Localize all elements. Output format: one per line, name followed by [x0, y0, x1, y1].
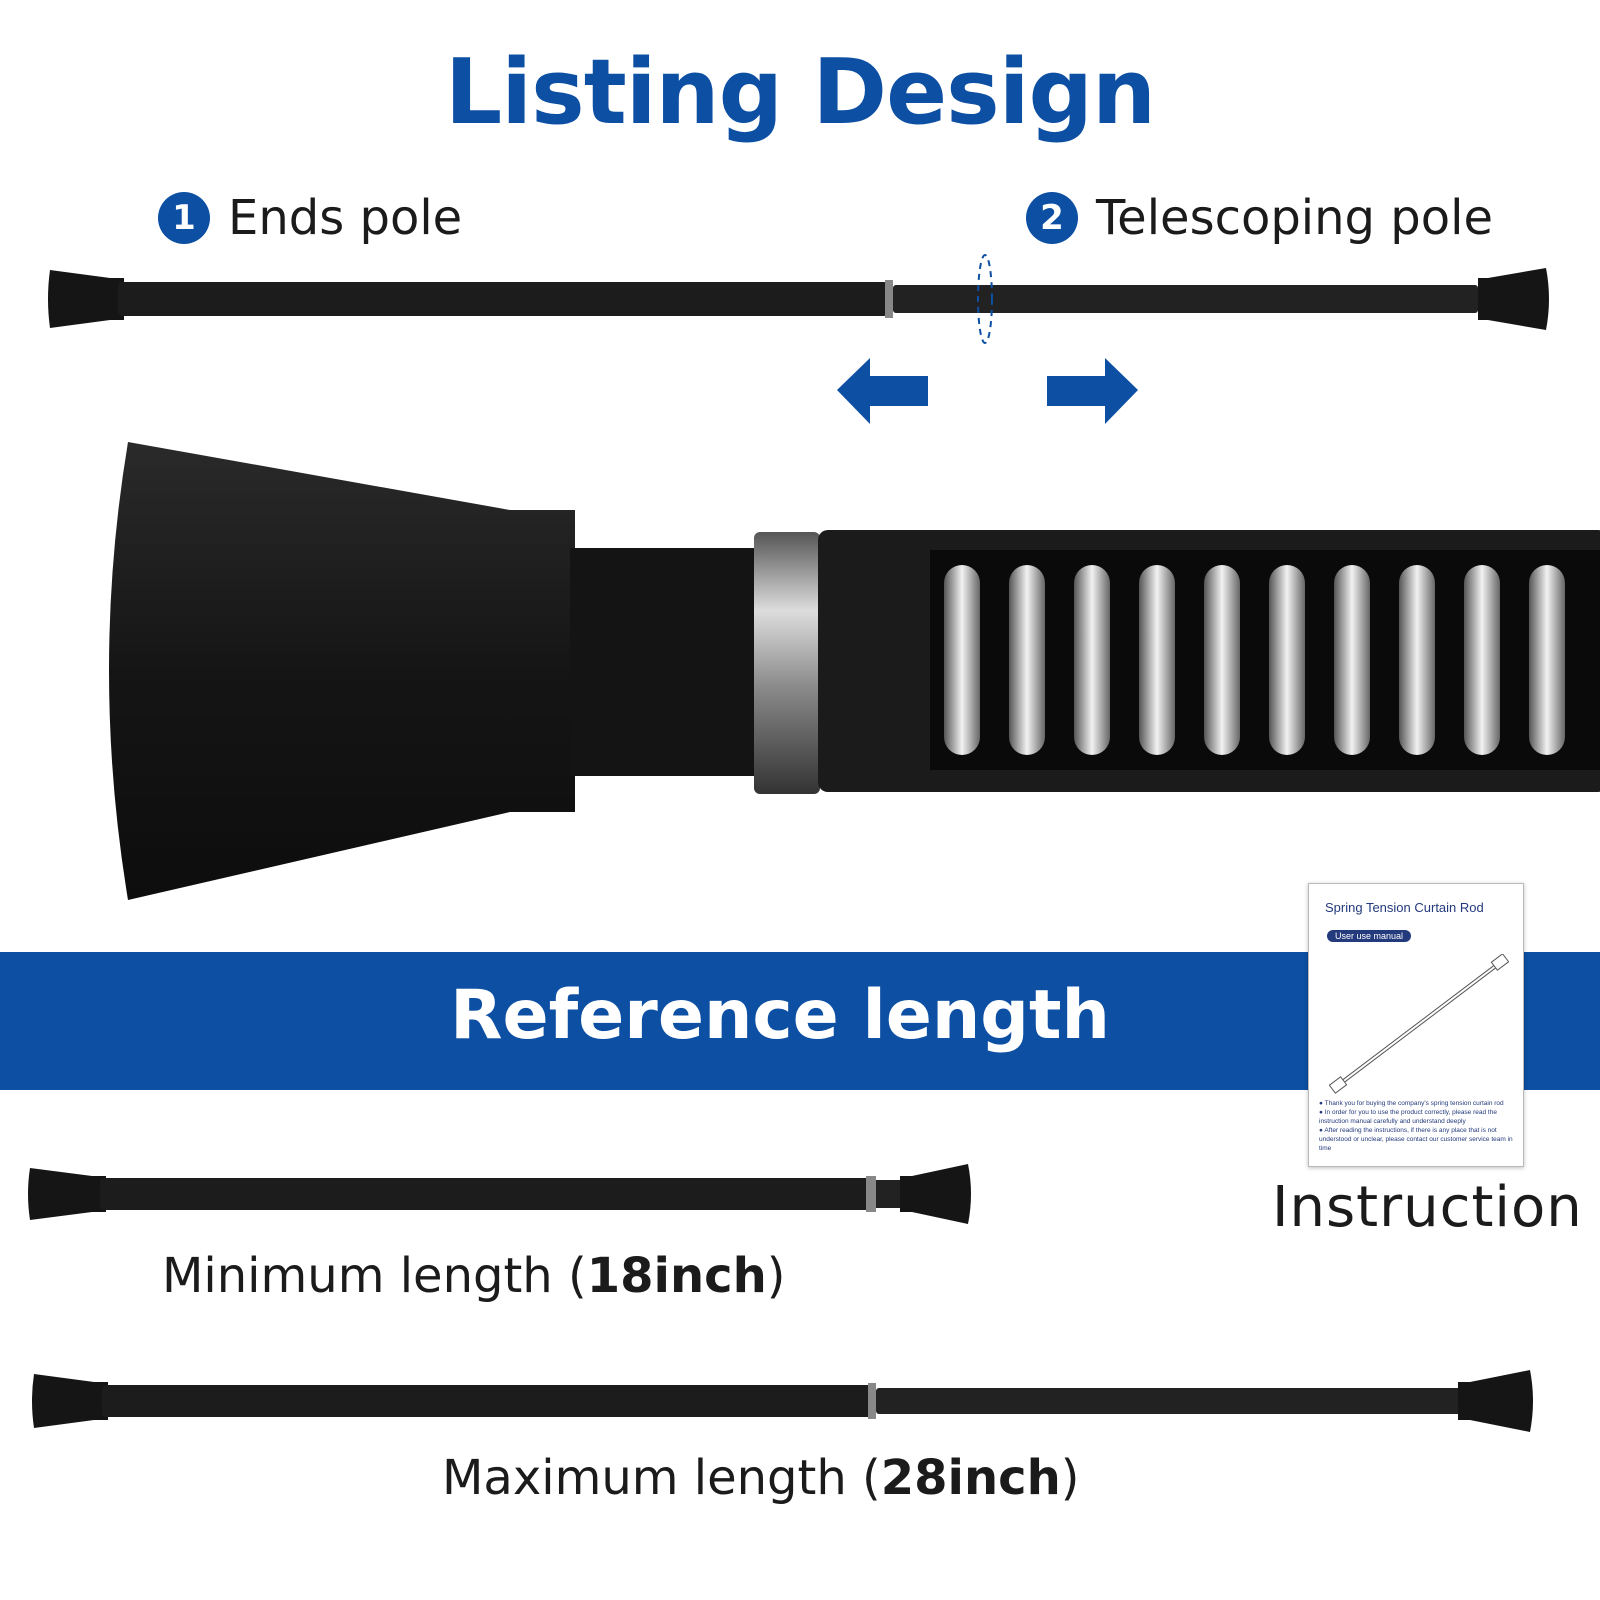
- instruction-manual: Spring Tension Curtain Rod User use manu…: [1308, 883, 1524, 1167]
- manual-note: After reading the instructions, if there…: [1319, 1126, 1515, 1153]
- cap-neck: [570, 548, 756, 776]
- spring-coils: [944, 565, 1565, 755]
- cap-cone: [109, 442, 575, 900]
- feature-telescoping-pole: 2 Telescoping pole: [1026, 190, 1493, 246]
- manual-note: Thank you for buying the company's sprin…: [1319, 1099, 1515, 1108]
- top-rod-illustration: [48, 254, 1549, 424]
- arrow-right-icon: [1047, 358, 1138, 424]
- rod-end-cap-right: [900, 1164, 971, 1224]
- outer-tube: [102, 1385, 872, 1417]
- max-length-value: 28inch: [880, 1450, 1061, 1506]
- max-length-label: Maximum length (28inch): [442, 1450, 1080, 1506]
- reference-heading: Reference length: [450, 976, 1110, 1055]
- number-badge: 2: [1026, 192, 1078, 244]
- manual-note: In order for you to use the product corr…: [1319, 1108, 1515, 1126]
- inner-tube: [876, 1180, 904, 1208]
- min-length-value: 18inch: [586, 1248, 767, 1304]
- manual-tag: User use manual: [1327, 930, 1412, 942]
- feature-label: Telescoping pole: [1096, 190, 1493, 246]
- rod-end-cap-left: [32, 1374, 108, 1428]
- rod-end-cap-left: [28, 1168, 106, 1220]
- joint-ring: [868, 1383, 876, 1419]
- rod-end-cap-right: [1458, 1370, 1533, 1432]
- min-rod-illustration: [28, 1164, 971, 1224]
- rod-end-cap-right: [1478, 268, 1549, 330]
- max-rod-illustration: [32, 1370, 1533, 1432]
- end-cap-closeup: [109, 442, 1600, 900]
- number-badge: 1: [158, 192, 210, 244]
- instruction-label: Instruction: [1272, 1175, 1583, 1240]
- min-length-label: Minimum length (18inch): [162, 1248, 786, 1304]
- metal-ring: [754, 532, 820, 794]
- outer-tube: [118, 282, 888, 316]
- manual-title: Spring Tension Curtain Rod: [1325, 900, 1484, 915]
- manual-notes: Thank you for buying the company's sprin…: [1319, 1099, 1515, 1153]
- rod-end-cap-left: [48, 270, 124, 328]
- feature-ends-pole: 1 Ends pole: [158, 190, 462, 246]
- inner-tube: [893, 285, 1478, 313]
- rotation-indicator: [977, 254, 993, 344]
- manual-rod-drawing: [1329, 954, 1509, 1094]
- joint-ring: [885, 280, 893, 318]
- arrow-left-icon: [837, 358, 928, 424]
- inner-tube: [876, 1388, 1462, 1414]
- page-title: Listing Design: [444, 40, 1156, 145]
- feature-label: Ends pole: [228, 190, 463, 246]
- joint-ring: [866, 1176, 876, 1212]
- outer-tube: [100, 1178, 870, 1210]
